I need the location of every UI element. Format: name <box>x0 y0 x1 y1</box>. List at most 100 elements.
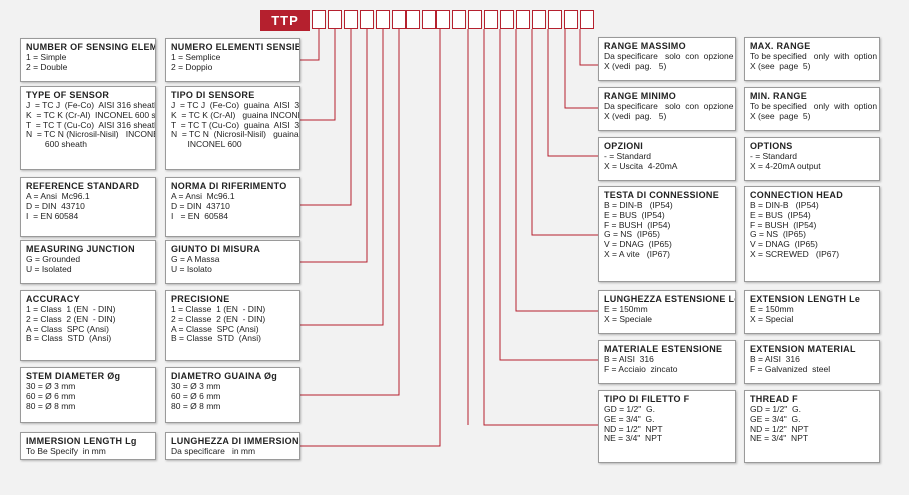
right-it-box-line: B = DIN-B (IP54) <box>604 200 673 210</box>
right-en-box-line: E = BUS (IP54) <box>750 209 811 220</box>
left-en-box-line: I = EN 60584 <box>26 210 79 221</box>
left-it-box-title: DIAMETRO GUAINA Øg <box>171 371 278 381</box>
left-it-box-line: D = DIN 43710 <box>171 200 230 211</box>
right-en-box-line: F = Galvanized steel <box>750 363 831 374</box>
left-en-box-line: 60 = Ø 6 mm <box>26 390 76 401</box>
left-it-box-line: 80 = Ø 8 mm <box>171 400 221 411</box>
left-en-box-title: IMMERSION LENGTH Lg <box>26 436 137 446</box>
left-en-box-line: 2 = Double <box>26 61 68 72</box>
right-en-box-line: E = 150mm <box>750 304 794 314</box>
right-en-box-line: X = SCREWED (IP67) <box>750 248 840 259</box>
left-it-box-line: A = Ansi Mc96.1 <box>171 191 235 201</box>
code-slot <box>344 10 358 29</box>
left-it-box-line: 2 = Classe 2 (EN - DIN) <box>171 313 266 324</box>
left-en-box-title: MEASURING JUNCTION <box>26 244 135 254</box>
left-en-box-title: NUMBER OF SENSING ELEMENTS <box>26 42 156 52</box>
left-en-box-line: D = DIN 43710 <box>26 200 85 211</box>
left-en-box-title: REFERENCE STANDARD <box>26 181 140 191</box>
code-prefix-label: TTP <box>271 13 299 28</box>
left-en-box-title: TYPE OF SENSOR <box>26 90 110 100</box>
right-en-box-title: MAX. RANGE <box>750 41 811 51</box>
right-en-box-line: F = BUSH (IP54) <box>750 219 817 230</box>
connector-line <box>300 29 320 61</box>
connector-line <box>300 29 384 326</box>
right-it-box-title: TESTA DI CONNESSIONE <box>604 190 720 200</box>
left-en-box-line: J = TC J (Fe-Co) AISI 316 sheath <box>26 100 156 110</box>
code-slot <box>436 10 450 29</box>
right-it-box-line: X = A vite (IP67) <box>604 248 670 259</box>
right-en-box-line: ND = 1/2" NPT <box>750 423 809 434</box>
code-slot <box>406 10 420 29</box>
right-en-box-title: OPTIONS <box>750 141 793 151</box>
left-en-box-line: 80 = Ø 8 mm <box>26 400 76 411</box>
left-en-box-title: STEM DIAMETER Øg <box>26 371 121 381</box>
left-en-box-line: To Be Specify in mm <box>26 446 106 456</box>
left-it-box-line: B = Classe STD (Ansi) <box>171 333 261 344</box>
code-slot <box>328 10 342 29</box>
right-it-box-title: RANGE MINIMO <box>604 91 677 101</box>
right-it-box-line: F = BUSH (IP54) <box>604 219 671 230</box>
right-en-box-line: To be specified only with option <box>750 51 878 61</box>
connector-line <box>579 29 598 66</box>
right-it-box-title: RANGE MASSIMO <box>604 41 686 51</box>
right-it-box-line: GE = 3/4" G. <box>604 413 655 424</box>
left-en-box-line: A = Class SPC (Ansi) <box>26 323 109 334</box>
right-en-box-line: V = DNAG (IP65) <box>750 239 818 250</box>
right-it-box-line: X (vedi pag. 5) <box>604 110 667 121</box>
left-it-box-title: NUMERO ELEMENTI SENSIBILI <box>171 42 300 52</box>
left-en-box-line: 600 sheath <box>26 139 87 150</box>
left-it-box-title: GIUNTO DI MISURA <box>171 244 261 254</box>
left-it-box-title: PRECISIONE <box>171 294 230 304</box>
connector-line <box>499 29 598 361</box>
right-en-box-title: MIN. RANGE <box>750 91 807 101</box>
connector-line <box>300 29 400 396</box>
right-en-box-line: To be specified only with option <box>750 101 878 111</box>
left-it-box-line: Da specificare in mm <box>171 446 256 456</box>
left-it-box-line: I = EN 60584 <box>171 210 228 221</box>
left-it-box-title: NORMA DI RIFERIMENTO <box>171 181 287 191</box>
right-it-box-line: GD = 1/2" G. <box>604 404 655 414</box>
right-en-box-line: G = NS (IP65) <box>750 229 806 240</box>
code-slot <box>548 10 562 29</box>
left-en-box-line: 1 = Class 1 (EN - DIN) <box>26 304 116 314</box>
right-it-box-line: E = 150mm <box>604 304 648 314</box>
right-it-box-line: V = DNAG (IP65) <box>604 239 672 250</box>
left-en-box-line: 2 = Class 2 (EN - DIN) <box>26 313 116 324</box>
code-slot <box>392 10 406 29</box>
left-en-box-line: 30 = Ø 3 mm <box>26 381 76 391</box>
left-en-box-line: G = Grounded <box>26 254 81 264</box>
right-it-box-title: TIPO DI FILETTO F <box>604 394 690 404</box>
left-it-box-line: K = TC K (Cr-Al) guaina INCONEL 600 <box>171 109 299 120</box>
code-slot <box>484 10 498 29</box>
right-it-box-line: Da specificare solo con opzione <box>604 101 734 111</box>
right-en-box-line: X = Special <box>750 313 794 324</box>
left-it-box-line: 1 = Semplice <box>171 52 221 62</box>
left-it-box-line: 1 = Classe 1 (EN - DIN) <box>171 304 266 314</box>
left-it-box-line: G = A Massa <box>171 254 220 264</box>
code-slot <box>376 10 390 29</box>
right-it-box-title: LUNGHEZZA ESTENSIONE Le <box>604 294 736 304</box>
left-it-box-line: 2 = Doppio <box>171 61 213 72</box>
connector-line <box>300 29 441 447</box>
right-it-box-line: G = NS (IP65) <box>604 229 660 240</box>
